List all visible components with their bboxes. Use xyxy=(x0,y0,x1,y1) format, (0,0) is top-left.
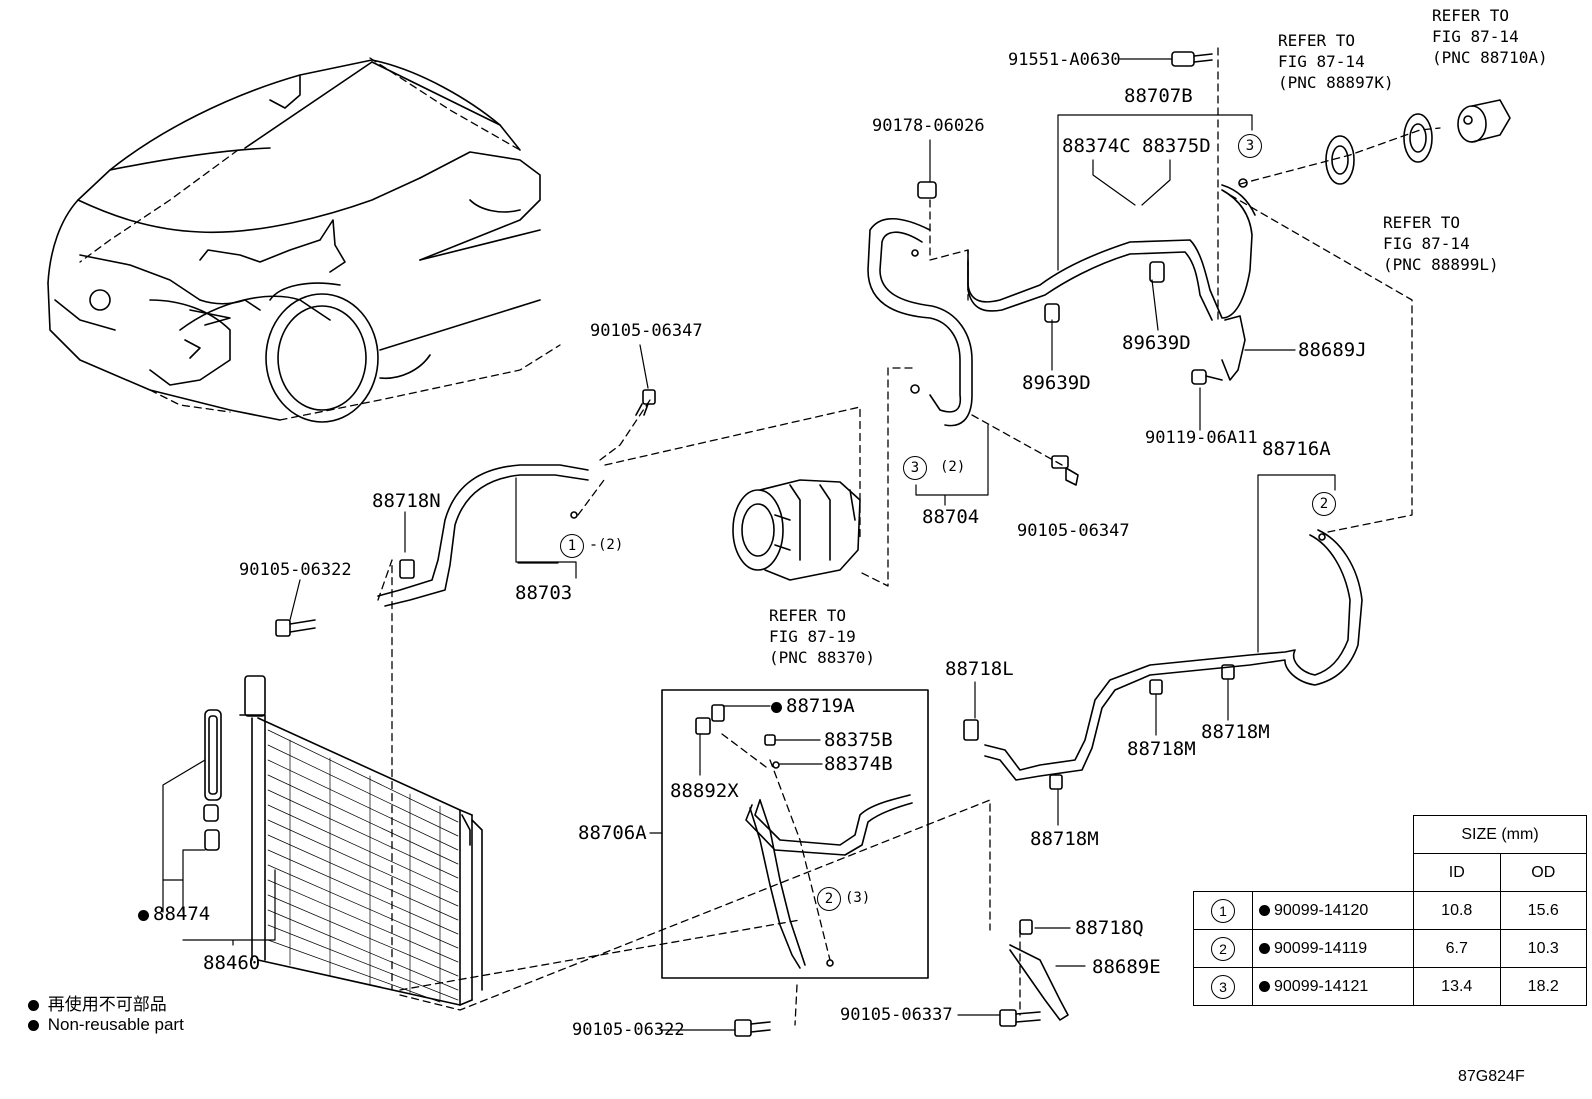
receiver-parts xyxy=(203,709,222,851)
row-part: 90099-14121 xyxy=(1252,967,1414,1006)
part-label-88719a: 88719A xyxy=(771,697,855,716)
seal-key-2-marker: 2 xyxy=(1312,492,1336,516)
qty-note-3: (3) xyxy=(845,890,871,906)
table-row: 2 90099-14119 6.7 10.3 xyxy=(1193,929,1587,968)
row-part: 90099-14120 xyxy=(1252,891,1414,930)
part-label-89639d-left: 89639D xyxy=(1022,372,1091,394)
part-label-88703: 88703 xyxy=(515,582,573,604)
part-label-88718n: 88718N xyxy=(372,490,441,512)
leader-lines xyxy=(162,58,1336,1031)
non-reusable-dot-icon xyxy=(28,1020,39,1031)
row-part-number: 90099-14121 xyxy=(1274,977,1369,995)
non-reusable-dot-icon xyxy=(1259,904,1270,916)
row-key: 1 xyxy=(1211,898,1235,923)
row-key: 2 xyxy=(1211,936,1235,961)
part-label-89639d-right: 89639D xyxy=(1122,332,1191,354)
row-od: 10.3 xyxy=(1499,929,1587,968)
part-label-90105-06322-top: 90105-06322 xyxy=(239,560,352,580)
seal-key-1-marker: 1 xyxy=(560,534,584,558)
legend-jp: 再使用不可部品 xyxy=(28,990,167,1015)
part-label-88689e: 88689E xyxy=(1092,956,1161,978)
part-label-88718q: 88718Q xyxy=(1075,917,1144,939)
row-id: 10.8 xyxy=(1413,891,1501,930)
part-label-90178-06026: 90178-06026 xyxy=(872,116,985,136)
o-ring-size-table: SIZE (mm) ID OD 1 90099-14120 10.8 15.6 … xyxy=(1193,815,1587,1006)
part-label-88460: 88460 xyxy=(203,952,261,974)
part-label-88718m-a: 88718M xyxy=(1127,738,1196,760)
part-label-88718m-b: 88718M xyxy=(1201,721,1270,743)
row-id: 6.7 xyxy=(1413,929,1501,968)
part-label-90119-06a11: 90119-06A11 xyxy=(1145,428,1258,448)
qty-note-2: (2) xyxy=(940,459,966,475)
vehicle-illustration xyxy=(47,59,541,423)
part-label-90105-06322-bottom: 90105-06322 xyxy=(572,1020,685,1040)
part-number-88719a: 88719A xyxy=(786,695,855,717)
reference-note-88897k: REFER TO FIG 87-14 (PNC 88897K) xyxy=(1278,31,1394,92)
non-reusable-dot-icon xyxy=(771,702,782,713)
row-part-number: 90099-14120 xyxy=(1274,901,1369,919)
part-label-88892x: 88892X xyxy=(670,780,739,802)
part-label-90105-06337: 90105-06337 xyxy=(840,1005,953,1025)
part-label-90105-06347-right: 90105-06347 xyxy=(1017,521,1130,541)
legend-en: Non-reusable part xyxy=(28,1015,184,1035)
legend-jp-text: 再使用不可部品 xyxy=(47,995,167,1014)
part-label-90105-06347-left: 90105-06347 xyxy=(590,321,703,341)
pipes xyxy=(377,184,1363,969)
row-part: 90099-14119 xyxy=(1252,929,1414,968)
row-id: 13.4 xyxy=(1413,967,1501,1006)
part-label-88716a: 88716A xyxy=(1262,438,1331,460)
part-label-88474: 88474 xyxy=(138,905,210,924)
seals xyxy=(1325,99,1511,185)
row-od: 18.2 xyxy=(1499,967,1587,1006)
part-label-88375d: 88375D xyxy=(1142,135,1211,157)
condenser xyxy=(239,675,483,1006)
non-reusable-dot-icon xyxy=(1259,980,1270,992)
reference-note-88370: REFER TO FIG 87-19 (PNC 88370) xyxy=(769,606,875,667)
row-part-number: 90099-14119 xyxy=(1274,939,1368,957)
compressor xyxy=(732,479,861,581)
part-label-88704: 88704 xyxy=(922,506,980,528)
part-label-88374c: 88374C xyxy=(1062,135,1131,157)
dashed-guides xyxy=(79,47,1441,1026)
row-od: 15.6 xyxy=(1499,891,1587,930)
qty-note-1: (2) xyxy=(598,537,624,553)
figure-code: 87G824F xyxy=(1458,1068,1525,1085)
id-header: ID xyxy=(1413,853,1501,892)
part-label-88689j: 88689J xyxy=(1298,339,1367,361)
table-row: 3 90099-14121 13.4 18.2 xyxy=(1193,967,1587,1006)
reference-note-88710a: REFER TO FIG 87-14 (PNC 88710A) xyxy=(1432,6,1548,67)
seal-key-3b-marker: 3 xyxy=(903,456,927,480)
part-label-88706a: 88706A xyxy=(578,822,647,844)
part-label-88718m-c: 88718M xyxy=(1030,828,1099,850)
od-header: OD xyxy=(1499,853,1587,892)
part-number-88474: 88474 xyxy=(153,903,211,925)
table-row: 1 90099-14120 10.8 15.6 xyxy=(1193,891,1587,930)
part-label-88375b: 88375B xyxy=(824,729,893,751)
part-label-88718l: 88718L xyxy=(945,658,1014,680)
fittings xyxy=(275,51,1326,1037)
part-label-91551-a0630: 91551-A0630 xyxy=(1008,50,1121,70)
non-reusable-dot-icon xyxy=(138,910,149,921)
seal-key-2b-marker: 2 xyxy=(817,887,841,911)
seal-key-3-marker: 3 xyxy=(1238,134,1262,158)
non-reusable-dot-icon xyxy=(28,1000,39,1011)
non-reusable-dot-icon xyxy=(1259,942,1270,954)
reference-note-88899l: REFER TO FIG 87-14 (PNC 88899L) xyxy=(1383,213,1499,274)
group-box-88706a xyxy=(661,689,929,979)
part-label-88374b: 88374B xyxy=(824,753,893,775)
legend-en-text: Non-reusable part xyxy=(47,1015,184,1034)
row-key: 3 xyxy=(1211,974,1235,999)
size-header: SIZE (mm) xyxy=(1413,815,1587,854)
part-label-88707b: 88707B xyxy=(1124,85,1193,107)
